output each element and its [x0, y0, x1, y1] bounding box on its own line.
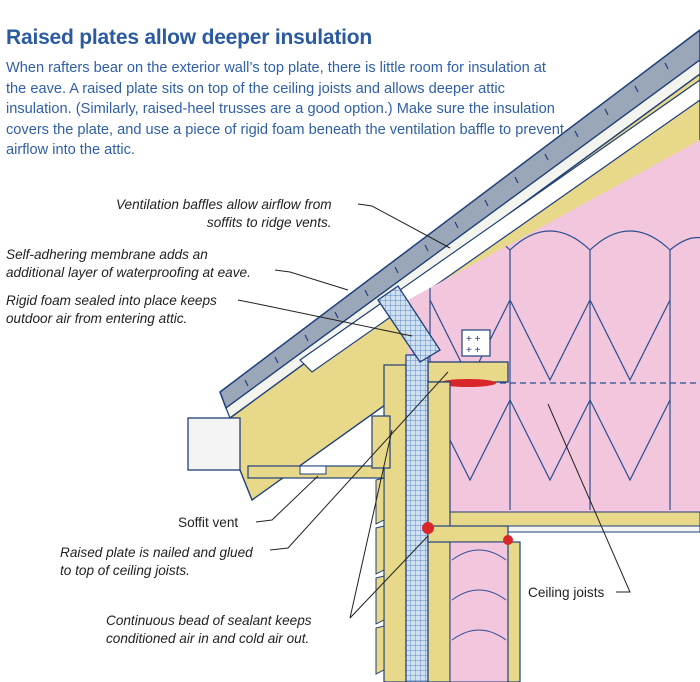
leader-lines [237, 203, 631, 619]
sealant-bead-top [440, 379, 496, 387]
wall-rigid-foam [405, 354, 429, 682]
eave-rigid-foam [377, 285, 441, 363]
page-title: Raised plates allow deeper insulation [6, 26, 373, 49]
roof-shingles [219, 29, 700, 410]
callout-membrane: Self-adhering membrane adds an additiona… [6, 247, 251, 280]
wall-insulation [449, 541, 509, 682]
truss-plate [461, 329, 491, 357]
callout-soffit-vent: Soffit vent [178, 515, 239, 530]
soffit-vent [299, 465, 327, 475]
wall-top-plate [427, 525, 509, 543]
svg-text:+ +: + + [466, 345, 481, 356]
callout-ceiling-joists: Ceiling joists [528, 585, 605, 600]
intro-text: When rafters bear on the exterior wall’s… [6, 60, 564, 158]
callout-baffles: Ventilation baffles allow airflow from s… [116, 197, 332, 230]
callout-rigid-foam: Rigid foam sealed into place keeps outdo… [6, 293, 217, 326]
sealant-bead-right [503, 535, 513, 545]
wall-sheathing [383, 364, 407, 682]
siding [375, 477, 385, 675]
callout-raised-plate: Raised plate is nailed and glued to top … [60, 545, 253, 578]
sealant-bead-left [422, 522, 434, 534]
fascia [187, 417, 241, 471]
blocking [371, 415, 391, 469]
shingle-ticks [244, 62, 669, 387]
svg-text:+ +: + + [466, 334, 481, 345]
callout-sealant: Continuous bead of sealant keeps conditi… [106, 613, 312, 646]
